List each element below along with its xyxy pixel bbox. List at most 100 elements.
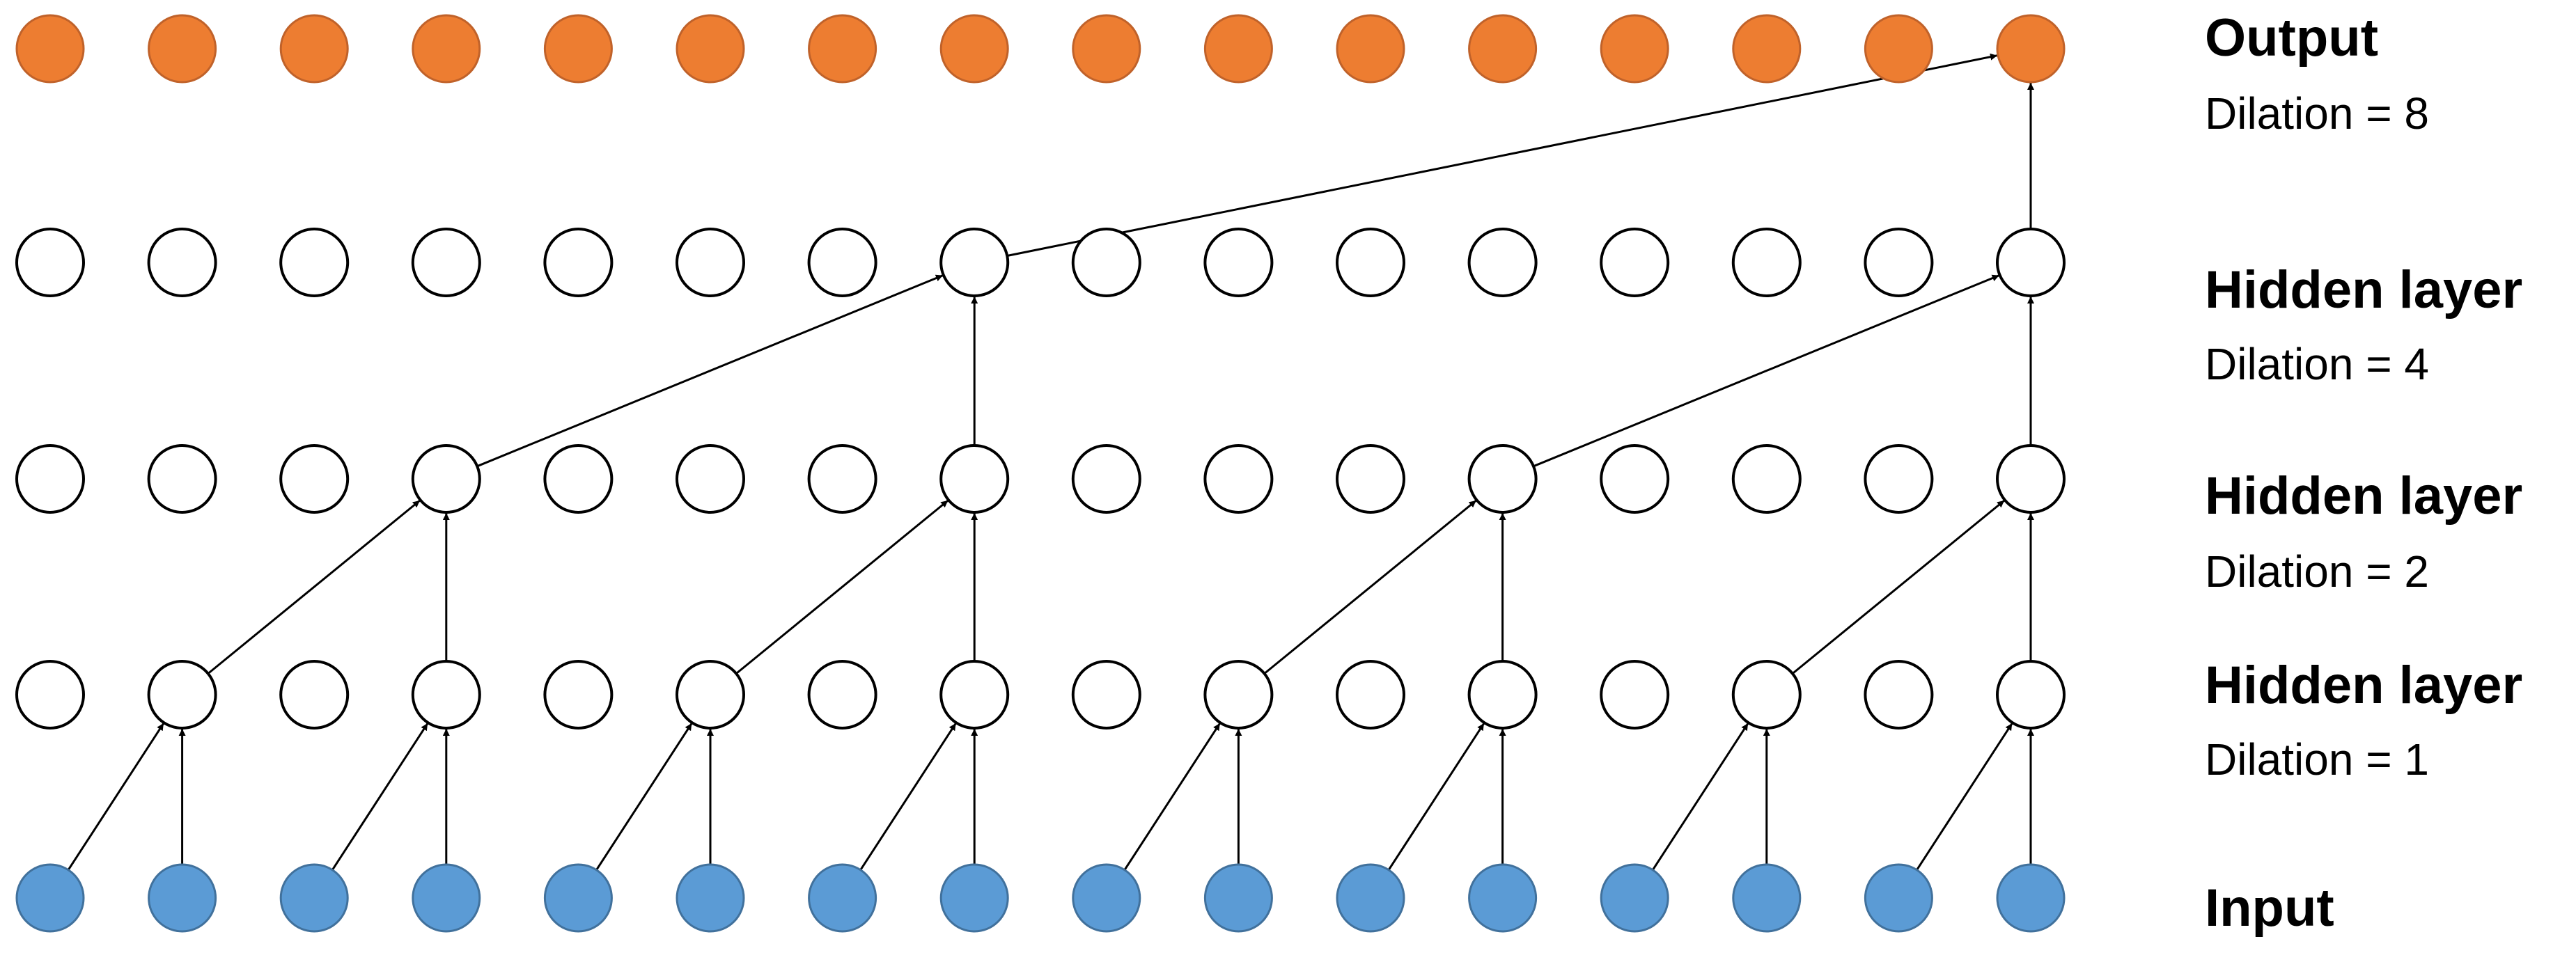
node-hidden2-7 [939,444,1010,514]
node-output-10 [1336,14,1405,84]
node-output-0 [15,14,85,84]
node-hidden1-12 [1600,660,1670,730]
layer-subtitle-hidden1: Dilation = 1 [2205,734,2429,784]
node-hidden3-4 [543,228,614,297]
node-output-12 [1600,14,1669,84]
node-hidden1-4 [543,660,614,730]
node-output-1 [148,14,217,84]
node-hidden1-6 [807,660,877,730]
node-hidden1-13 [1731,660,1802,730]
layer-output-nodes [15,14,2066,84]
node-hidden3-10 [1336,228,1405,297]
edge-input-6-to-hidden1-7 [859,723,957,871]
node-input-15 [1996,863,2066,933]
edge-input-12-to-hidden1-13 [1652,723,1749,871]
node-hidden1-15 [1996,660,2066,730]
layer-label-output: Output Dilation = 8 [2205,8,2429,139]
layer-subtitle-hidden2: Dilation = 2 [2205,546,2429,597]
node-output-3 [412,14,481,84]
node-hidden3-5 [676,228,745,297]
node-hidden2-3 [411,444,481,514]
node-hidden2-12 [1600,444,1670,514]
node-hidden2-2 [279,444,350,514]
node-hidden2-15 [1996,444,2066,514]
layer-hidden1-nodes [15,660,2066,730]
edge-input-10-to-hidden1-11 [1387,723,1485,871]
node-hidden2-14 [1864,444,1934,514]
edge-hidden3-7-to-output-15 [1006,53,1998,257]
node-input-2 [279,863,349,933]
node-hidden3-8 [1071,228,1141,297]
node-hidden3-1 [147,228,217,297]
edge-hidden1-1-to-hidden2-3 [207,499,421,675]
edge-hidden1-5-to-hidden2-7 [735,499,949,675]
node-hidden2-9 [1203,444,1274,514]
layer-label-hidden2: Hidden layer Dilation = 2 [2205,466,2522,597]
node-input-11 [1468,863,1538,933]
layer-label-input: Input [2205,878,2334,938]
node-hidden2-10 [1336,444,1405,514]
node-hidden2-8 [1071,444,1141,514]
node-output-7 [939,14,1009,84]
edge-hidden1-13-to-hidden2-15 [1792,499,2006,675]
edge-hidden2-3-to-hidden3-7 [476,274,944,468]
layer-label-hidden1: Hidden layer Dilation = 1 [2205,656,2522,784]
node-input-9 [1203,863,1273,933]
node-input-5 [676,863,745,933]
node-hidden2-11 [1467,444,1538,514]
node-hidden3-7 [939,228,1010,297]
node-input-6 [808,863,877,933]
node-input-10 [1336,863,1405,933]
layer-hidden2-nodes [15,444,2066,514]
node-output-6 [808,14,877,84]
node-input-12 [1600,863,1669,933]
node-input-7 [939,863,1009,933]
node-hidden3-0 [15,228,85,297]
node-hidden3-9 [1203,228,1274,297]
node-hidden1-8 [1071,660,1141,730]
node-hidden3-14 [1864,228,1934,297]
node-hidden2-13 [1731,444,1802,514]
edge-hidden2-11-to-hidden3-15 [1533,274,2000,468]
node-hidden2-1 [147,444,217,514]
edge-input-2-to-hidden1-3 [331,723,429,871]
node-hidden3-11 [1467,228,1538,297]
node-hidden1-10 [1336,660,1405,730]
node-output-2 [279,14,349,84]
node-hidden1-0 [15,660,85,730]
node-hidden2-5 [676,444,745,514]
node-input-13 [1732,863,1802,933]
layer-title-input: Input [2205,878,2334,938]
layer-hidden3-nodes [15,228,2066,297]
node-hidden3-3 [411,228,481,297]
edge-input-8-to-hidden1-9 [1123,723,1221,871]
layer-label-hidden3: Hidden layer Dilation = 4 [2205,260,2522,389]
node-hidden3-12 [1600,228,1670,297]
node-hidden3-2 [279,228,350,297]
node-output-8 [1072,14,1141,84]
node-output-5 [676,14,745,84]
node-hidden1-7 [939,660,1010,730]
layer-subtitle-output: Dilation = 8 [2205,88,2429,139]
nodes [15,14,2066,933]
node-output-15 [1996,14,2066,84]
node-hidden2-0 [15,444,85,514]
node-hidden3-13 [1731,228,1802,297]
node-hidden1-14 [1864,660,1934,730]
node-input-0 [15,863,85,933]
node-input-8 [1072,863,1141,933]
layer-title-hidden1: Hidden layer [2205,656,2522,715]
node-input-14 [1864,863,1933,933]
node-hidden1-5 [676,660,745,730]
layer-title-hidden2: Hidden layer [2205,466,2522,526]
node-hidden2-6 [807,444,877,514]
node-input-3 [412,863,481,933]
node-hidden1-1 [147,660,217,730]
edge-input-4-to-hidden1-5 [595,723,693,871]
node-input-1 [148,863,217,933]
node-hidden3-6 [807,228,877,297]
node-input-4 [543,863,613,933]
layer-title-output: Output [2205,8,2378,68]
node-output-11 [1468,14,1538,84]
